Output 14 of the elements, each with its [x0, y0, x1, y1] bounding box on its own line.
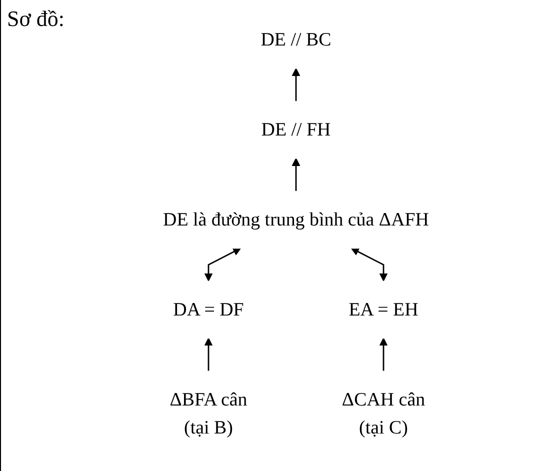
node-text: EA = EH — [348, 299, 418, 320]
arrow — [292, 158, 300, 192]
node-text: DE là đường trung bình của ΔAFH — [163, 209, 429, 230]
arrow — [379, 338, 388, 372]
node-text: ΔBFA cân (tại B) — [170, 389, 248, 438]
node-text: ΔCAH cân (tại C) — [342, 389, 426, 438]
node-text: DE // BC — [260, 30, 332, 50]
arrow — [350, 248, 388, 282]
node-text: DE // FH — [261, 119, 331, 140]
arrow — [292, 68, 300, 102]
node-text: DA = DF — [173, 299, 244, 320]
arrow — [204, 338, 213, 372]
diagram-label: Sơ đồ: — [7, 6, 64, 32]
arrow — [204, 248, 242, 282]
